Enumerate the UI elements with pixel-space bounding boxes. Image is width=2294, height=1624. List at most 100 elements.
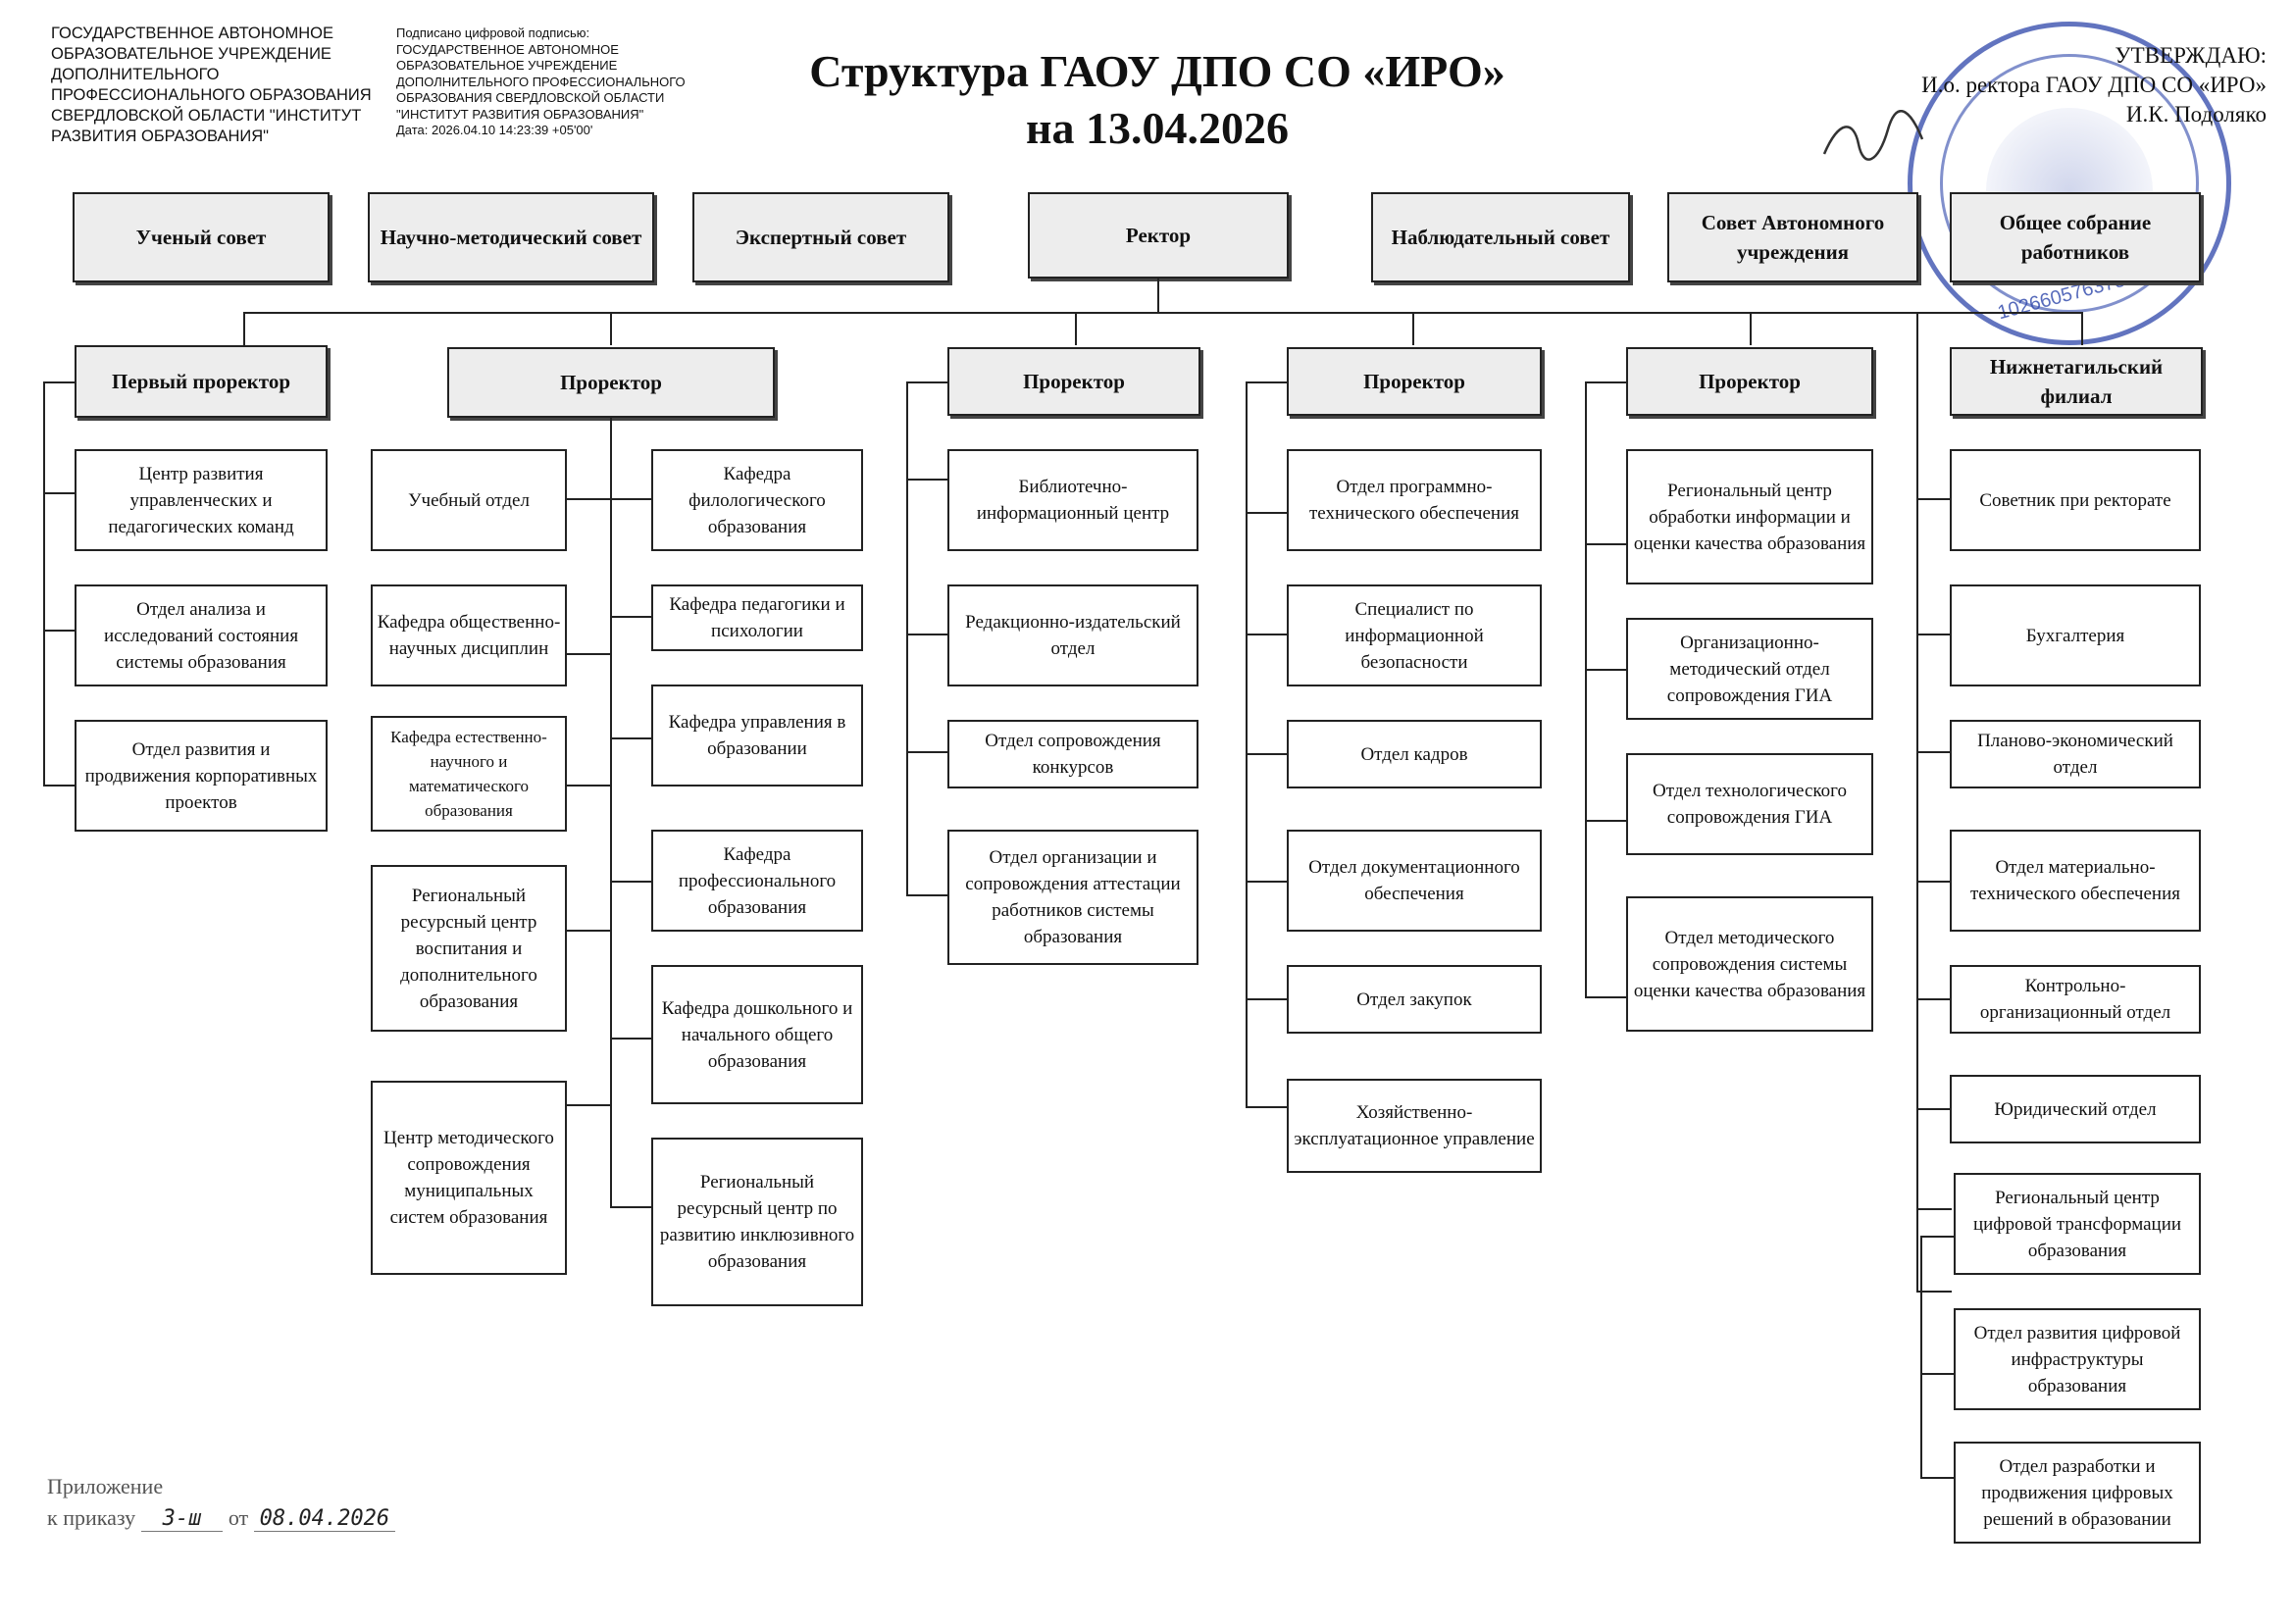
connector bbox=[1246, 998, 1287, 1000]
box-dept: Кафедра филологического образования bbox=[651, 449, 863, 551]
supervisory-board-label: Наблюдательный совет bbox=[1391, 226, 1610, 249]
connector bbox=[906, 751, 947, 753]
official-seal-icon bbox=[1908, 22, 2231, 345]
connector bbox=[567, 653, 610, 655]
connector bbox=[2081, 312, 2083, 345]
connector bbox=[1246, 381, 1248, 1107]
dept-label: Отдел кадров bbox=[1360, 743, 1468, 765]
dept-label: Отдел сопровождения конкурсов bbox=[985, 731, 1161, 778]
connector bbox=[906, 381, 947, 383]
box-dept: Кафедра дошкольного и начального общего … bbox=[651, 965, 863, 1104]
dept-label: Библиотечно-информационный центр bbox=[976, 477, 1170, 524]
box-scientific-council: Ученый совет bbox=[73, 192, 330, 282]
box-supervisory-board: Наблюдательный совет bbox=[1371, 192, 1630, 282]
connector bbox=[1246, 634, 1287, 635]
connector bbox=[1585, 669, 1626, 671]
box-dept: Отдел развития и продвижения корпоративн… bbox=[75, 720, 328, 832]
box-dept: Отдел документационного обеспечения bbox=[1287, 830, 1542, 932]
box-general-meeting: Общее собрание работников bbox=[1950, 192, 2201, 282]
connector bbox=[1920, 1477, 1956, 1479]
box-dept: Отдел развития цифровой инфраструктуры о… bbox=[1954, 1308, 2201, 1410]
box-dept: Отдел материально-технического обеспечен… bbox=[1950, 830, 2201, 932]
dept-label: Отдел методического сопровождения систем… bbox=[1633, 927, 1866, 1001]
box-dept: Организационно-методический отдел сопров… bbox=[1626, 618, 1873, 720]
connector bbox=[1920, 1236, 1956, 1238]
dept-label: Кафедра филологического образования bbox=[688, 463, 826, 537]
box-dept: Региональный ресурсный центр воспитания … bbox=[371, 865, 567, 1032]
dept-label: Центр методического сопровождения муници… bbox=[383, 1128, 554, 1228]
dept-label: Региональный ресурсный центр воспитания … bbox=[400, 885, 537, 1012]
connector bbox=[1246, 1106, 1287, 1108]
box-dept: Отдел организации и сопровождения аттест… bbox=[947, 830, 1198, 965]
connector bbox=[1075, 312, 1077, 345]
box-dept: Центр методического сопровождения муници… bbox=[371, 1081, 567, 1275]
connector bbox=[906, 381, 908, 895]
box-dept: Контрольно-организационный отдел bbox=[1950, 965, 2201, 1034]
connector bbox=[906, 894, 947, 896]
box-dept: Центр развития управленческих и педагоги… bbox=[75, 449, 328, 551]
dept-label: Отдел закупок bbox=[1356, 989, 1472, 1010]
dept-label: Организационно-методический отдел сопров… bbox=[1666, 632, 1833, 706]
connector bbox=[1916, 498, 1952, 500]
methodical-council-label: Научно-методический совет bbox=[380, 226, 642, 249]
prorector-5-label: Проректор bbox=[1699, 370, 1801, 393]
footer-order-prefix: к приказу bbox=[47, 1505, 136, 1530]
rector-label: Ректор bbox=[1125, 224, 1192, 247]
connector bbox=[1916, 1108, 1952, 1110]
box-dept: Региональный центр цифровой трансформаци… bbox=[1954, 1173, 2201, 1275]
dept-label: Кафедра дошкольного и начального общего … bbox=[661, 997, 853, 1072]
box-dept: Кафедра естественно-научного и математич… bbox=[371, 716, 567, 832]
connector bbox=[1585, 381, 1626, 383]
connector bbox=[1916, 312, 2083, 314]
signature-scribble-icon bbox=[1822, 110, 1924, 161]
box-first-prorector: Первый проректор bbox=[75, 345, 328, 418]
connector bbox=[43, 381, 75, 383]
prorector-2-label: Проректор bbox=[560, 371, 662, 394]
connector bbox=[610, 312, 612, 345]
box-dept: Отдел технологического сопровождения ГИА bbox=[1626, 753, 1873, 855]
box-prorector-3: Проректор bbox=[947, 347, 1200, 416]
box-dept: Советник при ректорате bbox=[1950, 449, 2201, 551]
connector bbox=[1916, 751, 1952, 753]
box-prorector-2: Проректор bbox=[447, 347, 775, 418]
connector bbox=[610, 1038, 651, 1040]
dept-label: Отдел организации и сопровождения аттест… bbox=[965, 847, 1181, 947]
connector bbox=[610, 881, 651, 883]
connector bbox=[1916, 998, 1952, 1000]
branch-label: Нижнетагильский филиал bbox=[1989, 355, 2164, 408]
box-dept: Отдел разработки и продвижения цифровых … bbox=[1954, 1442, 2201, 1544]
box-dept: Отдел программно-технического обеспечени… bbox=[1287, 449, 1542, 551]
approve-label: УТВЕРЖДАЮ: bbox=[2115, 43, 2267, 68]
connector bbox=[610, 418, 612, 1208]
dept-label: Региональный центр обработки информации … bbox=[1633, 480, 1866, 554]
footer-line-1: Приложение bbox=[47, 1474, 164, 1498]
dept-label: Советник при ректорате bbox=[1979, 489, 2171, 511]
digital-signature-note: Подписано цифровой подписью: ГОСУДАРСТВЕ… bbox=[396, 25, 686, 137]
box-dept: Хозяйственно-эксплуатационное управление bbox=[1287, 1079, 1542, 1173]
connector bbox=[567, 930, 610, 932]
connector bbox=[1916, 1208, 1952, 1210]
dept-label: Хозяйственно-эксплуатационное управление bbox=[1294, 1102, 1535, 1149]
connector bbox=[567, 498, 610, 500]
connector bbox=[1750, 312, 1752, 345]
connector bbox=[610, 1206, 651, 1208]
connector bbox=[610, 616, 651, 618]
connector bbox=[1246, 753, 1287, 755]
box-dept: Кафедра педагогики и психологии bbox=[651, 584, 863, 651]
connector bbox=[243, 312, 245, 345]
connector bbox=[1916, 312, 1918, 1293]
box-dept: Библиотечно-информационный центр bbox=[947, 449, 1198, 551]
organization-name: ГОСУДАРСТВЕННОЕ АВТОНОМНОЕ ОБРАЗОВАТЕЛЬН… bbox=[51, 25, 372, 145]
connector bbox=[43, 381, 45, 786]
connector bbox=[1246, 512, 1287, 514]
box-dept: Бухгалтерия bbox=[1950, 584, 2201, 686]
connector bbox=[1920, 1236, 1922, 1479]
box-dept: Юридический отдел bbox=[1950, 1075, 2201, 1143]
connector bbox=[1585, 381, 1587, 997]
autonomous-council-label: Совет Автономного учреждения bbox=[1701, 211, 1885, 264]
dept-label: Специалист по информационной безопасност… bbox=[1345, 598, 1484, 673]
box-dept: Отдел методического сопровождения систем… bbox=[1626, 896, 1873, 1032]
box-dept: Региональный центр обработки информации … bbox=[1626, 449, 1873, 584]
box-dept: Специалист по информационной безопасност… bbox=[1287, 584, 1542, 686]
box-dept: Кафедра общественно-научных дисциплин bbox=[371, 584, 567, 686]
